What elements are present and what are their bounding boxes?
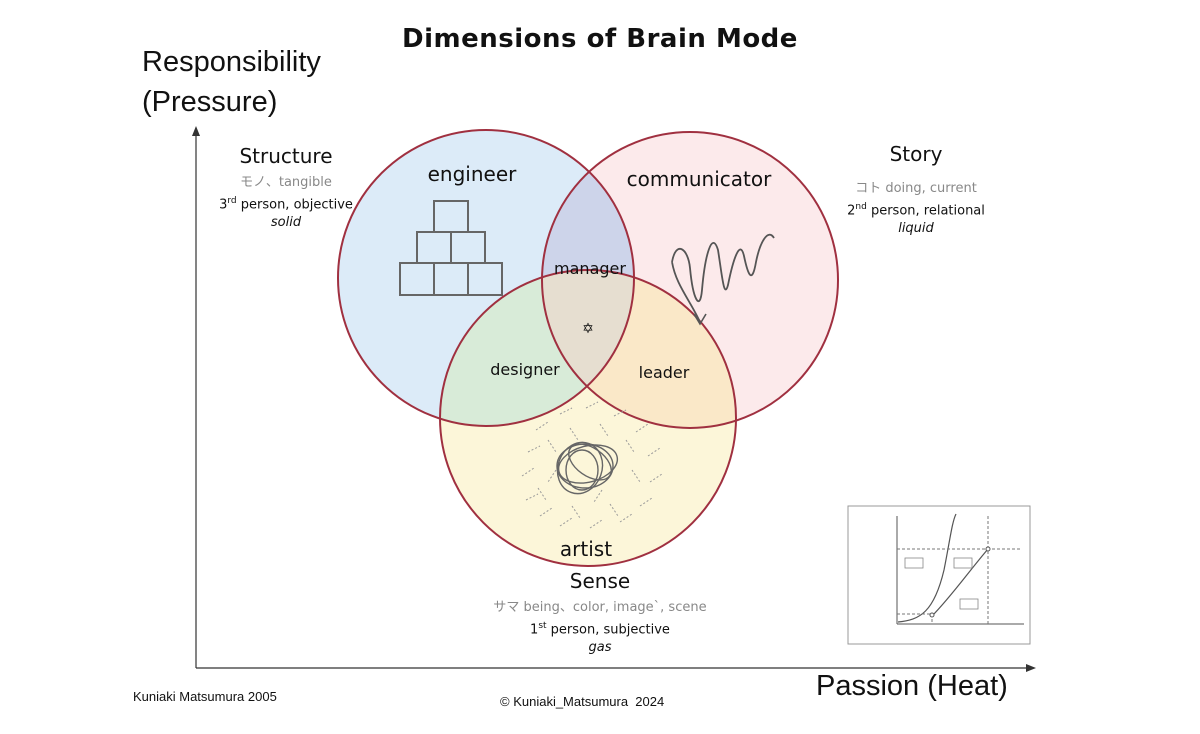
story-heading: Story <box>889 142 943 166</box>
sense-person: 1st person, subjective <box>470 617 730 639</box>
structure-person-text: person, objective <box>236 197 353 213</box>
structure-block: Structure モノ、tangible 3rd person, object… <box>196 144 376 232</box>
y-axis-label-line1: Responsibility <box>142 46 321 78</box>
x-axis-arrow-icon <box>1026 664 1036 672</box>
sense-ordinal: 1 <box>530 622 539 638</box>
brick-pyramid-icon <box>399 200 503 296</box>
copyright-credit: © Kuniaki_Matsumura 2024 <box>500 694 665 709</box>
structure-person: 3rd person, objective <box>196 192 376 214</box>
communicator-label: communicator <box>627 167 772 191</box>
sense-descriptor: サマ being、color, image`, scene <box>493 600 707 615</box>
story-person-text: person, relational <box>866 203 985 219</box>
story-descriptor: コト doing, current <box>855 181 977 196</box>
structure-ordinal: 3 <box>219 197 228 213</box>
story-person: 2nd person, relational <box>826 198 1006 220</box>
scribble-cloud-icon <box>521 401 663 529</box>
x-axis-label: Passion (Heat) <box>816 670 1008 702</box>
star-of-david-icon: ✡ <box>582 321 594 337</box>
structure-state: solid <box>270 215 302 231</box>
sense-block: Sense サマ being、color, image`, scene 1st … <box>470 569 730 657</box>
sense-state: gas <box>588 640 612 656</box>
communicator-circle-outline <box>541 131 839 429</box>
artist-circle-outline <box>439 269 737 567</box>
structure-descriptor: モノ、tangible <box>240 175 332 190</box>
sense-person-text: person, subjective <box>546 622 670 638</box>
artist-label: artist <box>560 537 612 561</box>
squiggle-icon <box>671 233 775 323</box>
y-axis-arrow-icon <box>192 126 200 136</box>
sense-ordinal-suffix: st <box>538 621 547 631</box>
story-state: liquid <box>898 221 934 237</box>
story-block: Story コト doing, current 2nd person, rela… <box>826 142 1006 238</box>
leader-label: leader <box>639 363 690 382</box>
author-credit: Kuniaki Matsumura 2005 <box>133 689 277 704</box>
engineer-label: engineer <box>428 162 518 186</box>
diagram-title: Dimensions of Brain Mode <box>402 24 798 54</box>
structure-ordinal-suffix: rd <box>227 196 237 206</box>
manager-label: manager <box>554 259 626 278</box>
structure-heading: Structure <box>239 144 333 168</box>
phase-diagram-inset <box>847 505 1031 645</box>
y-axis-label: Responsibility (Pressure) <box>142 42 321 122</box>
sense-heading: Sense <box>569 569 631 593</box>
y-axis-label-line2: (Pressure) <box>142 86 278 118</box>
story-ordinal-suffix: nd <box>855 202 867 212</box>
designer-label: designer <box>490 360 560 379</box>
squiggle-arrow-icon <box>693 313 707 326</box>
story-ordinal: 2 <box>847 203 856 219</box>
